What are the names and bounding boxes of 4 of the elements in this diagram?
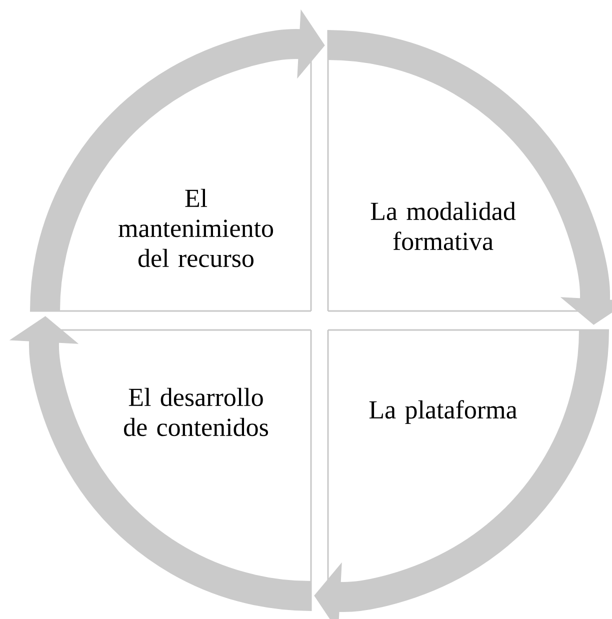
quadrant-segment: La plataforma [327, 329, 609, 611]
quadrant-segment: El mantenimiento del recurso [30, 30, 312, 312]
quadrant-segment: El desarrollo de contenidos [30, 329, 312, 611]
quadrant-segment: La modalidad formativa [327, 30, 609, 312]
